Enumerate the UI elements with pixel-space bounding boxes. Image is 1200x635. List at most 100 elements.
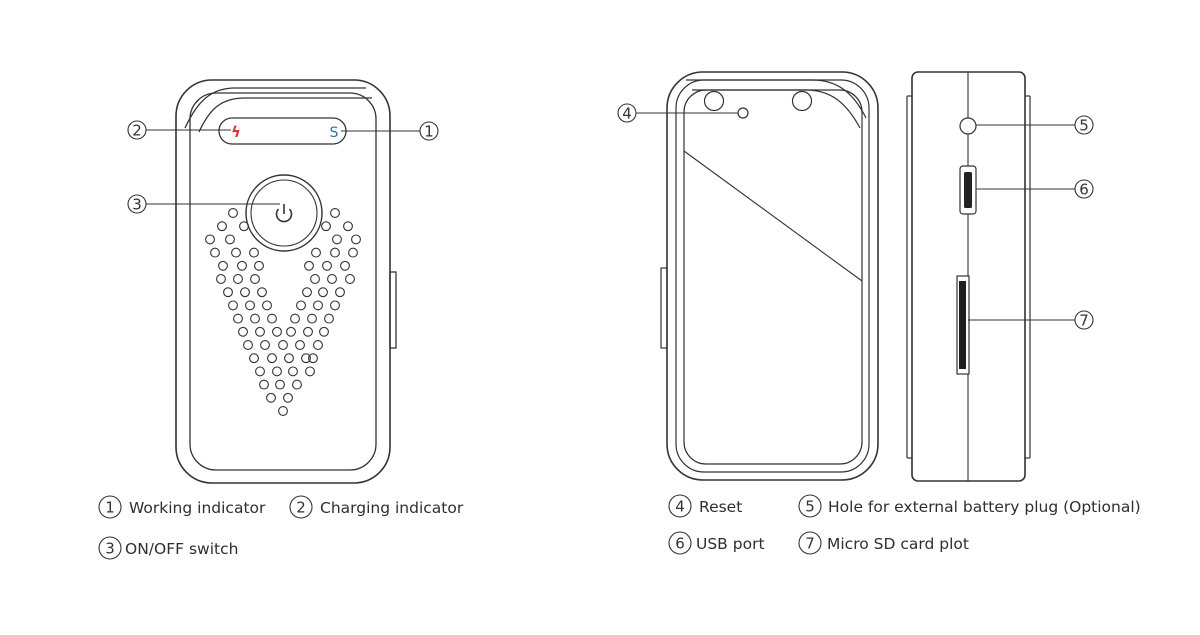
side-button xyxy=(389,271,397,349)
speaker-hole xyxy=(216,274,226,284)
speaker-hole xyxy=(272,326,282,337)
speaker-hole xyxy=(335,287,345,298)
svg-text:1: 1 xyxy=(105,499,115,517)
speaker-hole xyxy=(239,221,249,232)
speaker-hole xyxy=(307,313,317,324)
svg-text:Reset: Reset xyxy=(699,498,742,516)
device-side-view xyxy=(906,71,1031,482)
legend-item-on-off-switch: 3 ON/OFF switch xyxy=(98,536,238,560)
svg-text:Working indicator: Working indicator xyxy=(129,499,266,517)
speaker-hole xyxy=(319,326,329,337)
speaker-hole xyxy=(310,274,320,284)
speaker-hole xyxy=(218,260,228,271)
speaker-hole xyxy=(295,340,305,350)
svg-text:ON/OFF switch: ON/OFF switch xyxy=(125,540,238,558)
speaker-hole xyxy=(250,274,260,284)
legend-item-battery-plug-hole: 5 Hole for external battery plug (Option… xyxy=(798,494,1141,518)
speaker-hole xyxy=(322,260,332,271)
speaker-hole xyxy=(327,274,337,284)
svg-text:4: 4 xyxy=(675,498,685,516)
speaker-hole xyxy=(254,260,264,271)
back-hole-left xyxy=(703,90,725,112)
speaker-hole xyxy=(260,340,270,350)
speaker-hole xyxy=(257,287,267,298)
device-front-view: ϟ S xyxy=(175,79,397,484)
speaker-hole xyxy=(228,300,238,311)
speaker-hole xyxy=(302,287,312,298)
svg-text:Micro SD card plot: Micro SD card plot xyxy=(827,535,969,553)
svg-text:6: 6 xyxy=(1079,181,1089,199)
legend-left: 1 Working indicator 2 Charging indicator… xyxy=(98,495,464,560)
callout-5: 5 xyxy=(976,115,1094,135)
speaker-hole xyxy=(255,326,265,337)
legend-item-reset: 4 Reset xyxy=(668,494,742,518)
speaker-hole xyxy=(243,340,253,350)
speaker-hole xyxy=(278,406,288,416)
speaker-hole xyxy=(304,260,314,271)
speaker-hole xyxy=(249,247,259,258)
charging-indicator-icon: ϟ xyxy=(231,123,241,141)
svg-text:7: 7 xyxy=(805,535,815,553)
svg-text:Charging indicator: Charging indicator xyxy=(320,499,464,517)
speaker-hole xyxy=(233,274,243,284)
legend-item-working-indicator: 1 Working indicator xyxy=(98,495,266,519)
speaker-hole xyxy=(301,353,311,364)
speaker-hole xyxy=(272,366,282,377)
usb-port-slot xyxy=(964,172,972,208)
svg-text:7: 7 xyxy=(1079,312,1089,330)
speaker-hole xyxy=(275,379,285,390)
svg-text:3: 3 xyxy=(105,540,115,558)
callout-7: 7 xyxy=(968,310,1094,330)
speaker-hole xyxy=(267,353,277,364)
speaker-hole xyxy=(262,300,272,311)
speaker-hole xyxy=(233,313,243,324)
svg-text:2: 2 xyxy=(132,122,142,140)
callout-4: 4 xyxy=(617,103,738,123)
speaker-hole xyxy=(292,379,302,390)
speaker-hole xyxy=(231,247,241,258)
battery-plug-hole xyxy=(959,117,977,135)
svg-text:USB port: USB port xyxy=(696,535,765,553)
legend-right: 4 Reset 5 Hole for external battery plug… xyxy=(668,494,1141,555)
power-button xyxy=(245,174,323,252)
speaker-hole xyxy=(225,234,235,245)
speaker-hole xyxy=(283,392,293,403)
svg-text:6: 6 xyxy=(675,535,685,553)
callout-3: 3 xyxy=(127,194,280,214)
speaker-hole xyxy=(278,340,288,350)
speaker-hole xyxy=(249,353,259,364)
speaker-hole xyxy=(228,208,238,218)
speaker-hole xyxy=(305,366,315,377)
speaker-grille xyxy=(205,208,361,416)
svg-text:2: 2 xyxy=(296,499,306,517)
legend-item-usb-port: 6 USB port xyxy=(668,531,765,555)
speaker-hole xyxy=(250,313,260,324)
speaker-hole xyxy=(205,234,215,245)
callout-1: 1 xyxy=(341,121,439,141)
svg-text:4: 4 xyxy=(622,105,632,123)
speaker-hole xyxy=(267,313,277,324)
speaker-hole xyxy=(237,260,247,271)
callout-2: 2 xyxy=(127,120,231,140)
speaker-hole xyxy=(321,221,331,232)
svg-text:3: 3 xyxy=(132,196,142,214)
speaker-hole xyxy=(351,234,361,245)
svg-text:Hole for external battery plug: Hole for external battery plug (Optional… xyxy=(828,498,1141,516)
svg-text:5: 5 xyxy=(1079,117,1089,135)
speaker-hole xyxy=(311,247,321,258)
svg-text:1: 1 xyxy=(424,123,434,141)
speaker-hole xyxy=(332,234,342,245)
speaker-hole xyxy=(296,300,306,311)
back-hole-right xyxy=(791,90,813,112)
reset-hole xyxy=(737,107,749,119)
speaker-hole xyxy=(303,326,313,337)
speaker-hole xyxy=(245,300,255,311)
speaker-hole xyxy=(343,221,353,232)
speaker-hole xyxy=(238,326,248,337)
speaker-hole xyxy=(290,313,300,324)
speaker-hole xyxy=(288,366,298,377)
speaker-hole xyxy=(330,247,340,258)
speaker-hole xyxy=(308,353,318,364)
svg-text:5: 5 xyxy=(805,498,815,516)
speaker-hole xyxy=(284,353,294,364)
